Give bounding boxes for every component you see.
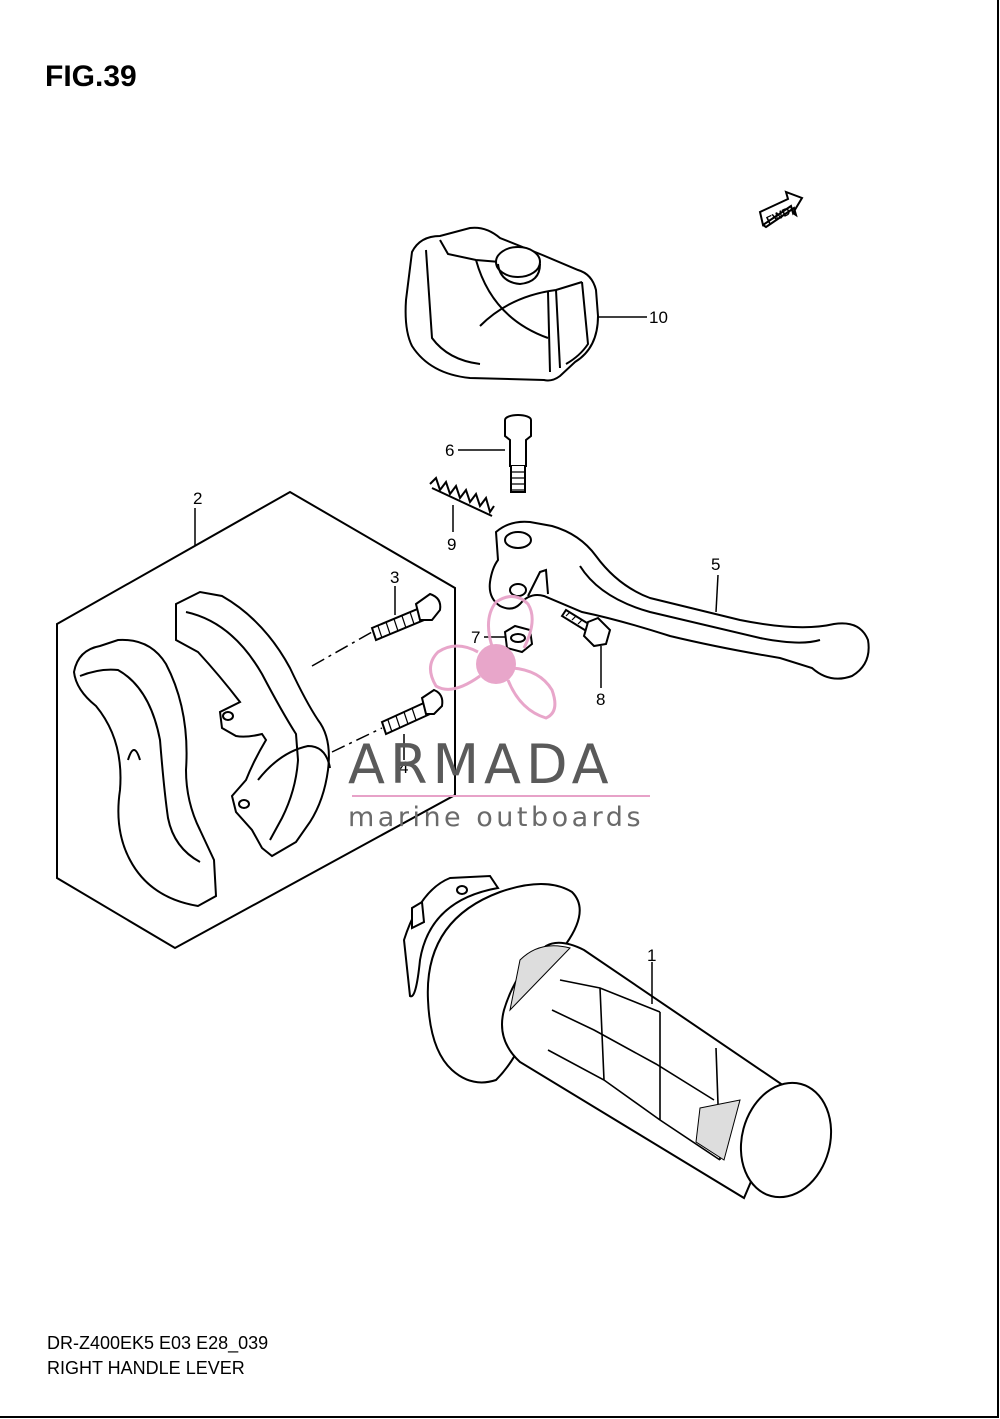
callout-2: 2 — [193, 489, 202, 508]
part-8-adjuster-bolt — [560, 608, 612, 648]
callout-6: 6 — [445, 441, 454, 460]
watermark-brand: ARMADA — [348, 733, 614, 796]
part-4-screw — [380, 688, 444, 736]
part-2-clamp-half-left — [72, 638, 218, 908]
part-2-lever-holder — [175, 590, 331, 858]
callout-9: 9 — [447, 535, 456, 554]
part-10-lever-cover — [404, 226, 600, 382]
callout-8: 8 — [596, 690, 605, 709]
figure-caption: RIGHT HANDLE LEVER — [47, 1358, 245, 1378]
part-3-screw — [370, 592, 442, 642]
callout-5: 5 — [711, 555, 720, 574]
callout-3: 3 — [390, 568, 399, 587]
callout-7: 7 — [471, 628, 480, 647]
fwd-arrow-icon: FWD — [758, 190, 804, 229]
part-6-pivot-bolt — [504, 414, 532, 493]
part-1-grip — [402, 874, 833, 1200]
part-5-clutch-lever — [488, 520, 870, 680]
figure-title: FIG.39 — [45, 60, 137, 93]
callout-1: 1 — [647, 946, 656, 965]
part-9-spring — [429, 476, 495, 517]
callout-10: 10 — [649, 308, 668, 327]
callout-4: 4 — [399, 758, 408, 777]
watermark-tagline: marine outboards — [348, 802, 644, 833]
model-code: DR-Z400EK5 E03 E28_039 — [47, 1333, 269, 1353]
watermark-propeller-icon — [429, 595, 557, 720]
